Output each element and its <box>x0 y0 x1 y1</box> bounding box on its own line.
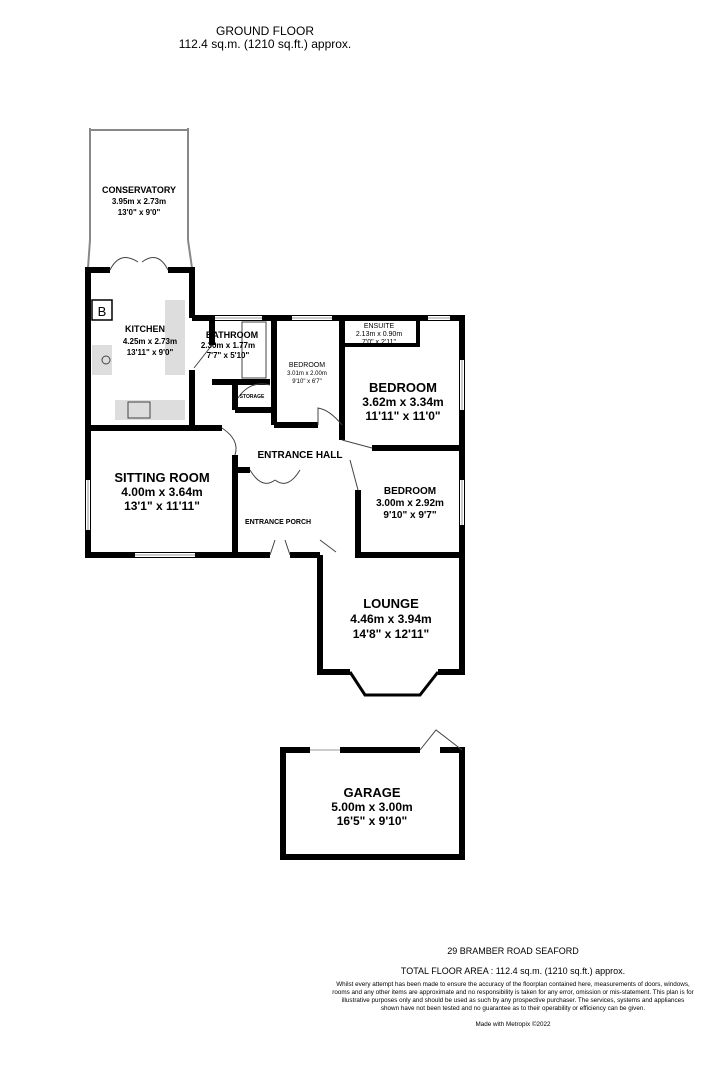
conservatory-metric: 3.95m x 2.73m <box>112 197 166 206</box>
bathroom-imperial: 7'7" x 5'10" <box>207 351 250 360</box>
garage-imperial: 16'5" x 9'10" <box>337 814 407 828</box>
main-bedroom-metric: 3.62m x 3.34m <box>362 395 443 409</box>
kitchen-walls <box>85 257 195 428</box>
bathroom-name: BATHROOM <box>206 330 258 340</box>
small-bedroom-name: BEDROOM <box>289 362 325 369</box>
garage-name: GARAGE <box>343 785 400 800</box>
bathroom-metric: 2.30m x 1.77m <box>201 341 255 350</box>
floor-area: 112.4 sq.m. (1210 sq.ft.) approx. <box>178 37 352 51</box>
doors <box>193 344 373 556</box>
conservatory-name: CONSERVATORY <box>102 185 176 195</box>
entrance-porch-name: ENTRANCE PORCH <box>245 519 311 526</box>
main-bedroom-name: BEDROOM <box>369 380 437 395</box>
ensuite-metric: 2.13m x 0.90m <box>356 331 402 338</box>
lounge-name: LOUNGE <box>363 596 419 611</box>
storage-name: STORAGE <box>240 394 265 400</box>
address: 29 BRAMBER ROAD SEAFORD <box>447 946 579 956</box>
sitting-room-name: SITTING ROOM <box>114 470 209 485</box>
total-floor-area: TOTAL FLOOR AREA : 112.4 sq.m. (1210 sq.… <box>400 966 626 976</box>
floor-title: GROUND FLOOR <box>215 24 314 38</box>
lounge-metric: 4.46m x 3.94m <box>350 612 431 626</box>
small-bedroom-imperial: 9'10" x 6'7" <box>292 379 322 385</box>
boiler-label: B <box>98 304 107 319</box>
kitchen-name: KITCHEN <box>125 324 165 334</box>
kitchen-metric: 4.25m x 2.73m <box>123 337 177 346</box>
boiler-box <box>91 299 113 321</box>
bedroom3-name: BEDROOM <box>384 486 436 497</box>
ensuite-imperial: 7'0" x 2'11" <box>362 339 396 346</box>
credit: Made with Metropix ©2022 <box>475 1021 551 1028</box>
conservatory-imperial: 13'0" x 9'0" <box>118 208 161 217</box>
sitting-room-imperial: 13'1" x 11'11" <box>124 499 200 513</box>
small-bedroom-metric: 3.01m x 2.00m <box>287 371 327 377</box>
lounge-imperial: 14'8" x 12'11" <box>353 627 429 641</box>
sitting-room-metric: 4.00m x 3.64m <box>121 485 202 499</box>
kitchen-imperial: 13'11" x 9'0" <box>127 348 174 357</box>
bedroom3-imperial: 9'10" x 9'7" <box>383 510 436 521</box>
garage-metric: 5.00m x 3.00m <box>331 800 412 814</box>
windows <box>86 316 464 557</box>
ensuite-name: ENSUITE <box>364 323 395 330</box>
garage-walls <box>280 729 465 860</box>
hob-icon <box>127 401 151 419</box>
main-bedroom-imperial: 11'11" x 11'0" <box>365 409 440 423</box>
entrance-hall-name: ENTRANCE HALL <box>258 450 343 461</box>
bedroom3-metric: 3.00m x 2.92m <box>376 498 444 509</box>
conservatory-walls <box>87 128 193 269</box>
disclaimer: Whilst every attempt has been made to en… <box>332 981 694 1012</box>
